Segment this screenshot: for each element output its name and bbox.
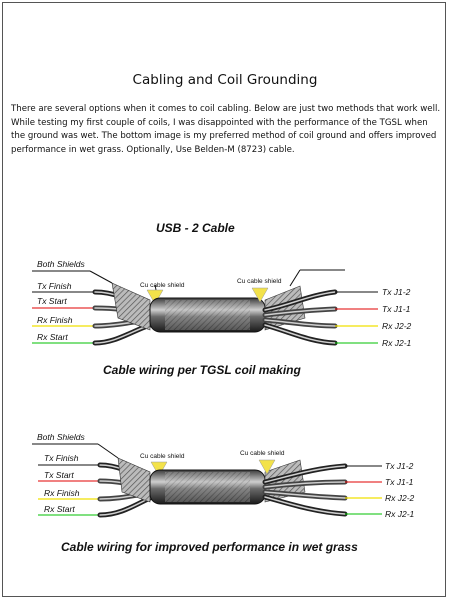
d1-label-rx-j2-1: Rx J2-1 [382, 338, 412, 348]
d2-label-rx-finish: Rx Finish [44, 488, 80, 498]
d2-label-tx-j1-2: Tx J1-2 [385, 461, 414, 471]
d1-label-rx-finish: Rx Finish [37, 315, 73, 325]
d2-shield-label-left: Cu cable shield [140, 453, 185, 460]
d2-shield-label-right: Cu cable shield [240, 450, 285, 457]
d1-label-both-shields: Both Shields [37, 259, 85, 269]
d2-label-rx-j2-1: Rx J2-1 [385, 509, 415, 519]
diagram1: Both Shields Tx Finish Tx Start Rx Finis… [32, 259, 412, 348]
d1-label-tx-j1-1: Tx J1-1 [382, 304, 411, 314]
d1-shield-label-right: Cu cable shield [237, 278, 282, 285]
d1-label-tx-j1-2: Tx J1-2 [382, 287, 411, 297]
diagram2: Both Shields Tx Finish Tx Start Rx Finis… [32, 432, 415, 519]
d1-label-tx-finish: Tx Finish [37, 281, 72, 291]
d2-label-rx-j2-2: Rx J2-2 [385, 493, 415, 503]
d2-label-both-shields: Both Shields [37, 432, 85, 442]
diagram1-caption: Cable wiring per TGSL coil making [103, 363, 301, 377]
diagram1-title: USB - 2 Cable [156, 221, 235, 235]
diagram2-caption: Cable wiring for improved performance in… [61, 540, 358, 554]
d2-label-tx-start: Tx Start [44, 470, 74, 480]
d1-label-tx-start: Tx Start [37, 296, 67, 306]
d2-label-tx-finish: Tx Finish [44, 453, 79, 463]
d1-shield-label-left: Cu cable shield [140, 282, 185, 289]
d1-label-rx-j2-2: Rx J2-2 [382, 321, 412, 331]
intro-paragraph: There are several options when it comes … [11, 104, 441, 155]
d1-label-rx-start: Rx Start [37, 332, 68, 342]
page-title: Cabling and Coil Grounding [132, 72, 318, 88]
d2-label-tx-j1-1: Tx J1-1 [385, 477, 414, 487]
d2-label-rx-start: Rx Start [44, 504, 75, 514]
